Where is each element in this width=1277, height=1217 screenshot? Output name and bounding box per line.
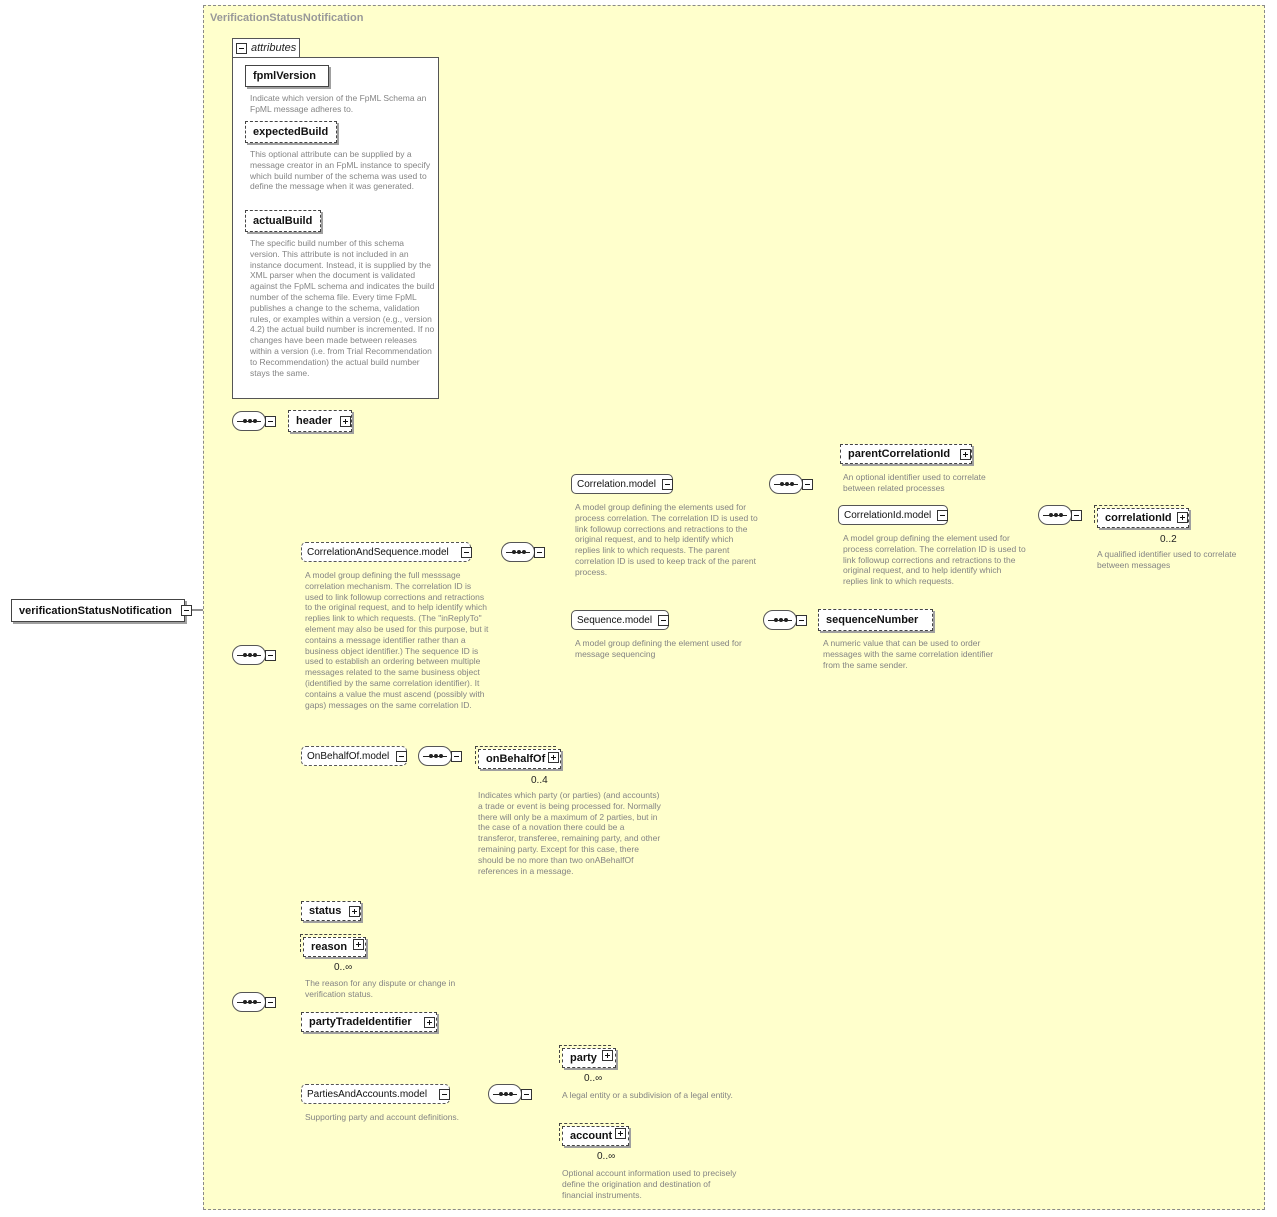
reason-desc: The reason for any dispute or change in … — [305, 978, 456, 999]
group-label: Sequence.model — [577, 614, 653, 626]
element-label: partyTradeIdentifier — [309, 1016, 412, 1028]
element-parent-correlation-id[interactable]: parentCorrelationId — [840, 444, 972, 464]
sequence-compositor-icon — [763, 610, 797, 630]
attribute-name: expectedBuild — [253, 126, 329, 138]
collapse-icon[interactable] — [236, 43, 247, 54]
collapse-icon[interactable] — [937, 510, 948, 521]
cardinality: 0..∞ — [597, 1151, 616, 1162]
element-correlation-id[interactable]: correlationId — [1094, 505, 1189, 528]
element-label: parentCorrelationId — [848, 448, 951, 460]
attribute-fpml-version[interactable]: fpmlVersion — [245, 65, 329, 87]
element-account[interactable]: account — [559, 1123, 629, 1146]
cardinality: 0..∞ — [584, 1073, 603, 1084]
attribute-actual-build[interactable]: actualBuild — [245, 210, 321, 232]
sequence-compositor-icon — [769, 474, 803, 494]
element-label: party — [570, 1052, 597, 1064]
correlation-model-desc: A model group defining the elements used… — [575, 502, 758, 577]
element-label: sequenceNumber — [826, 614, 919, 626]
collapse-icon[interactable] — [662, 479, 673, 490]
element-label: header — [296, 415, 333, 427]
on-behalf-of-desc: Indicates which party (or parties) (and … — [478, 790, 661, 876]
collapse-icon[interactable] — [658, 615, 669, 626]
group-label: PartiesAndAccounts.model — [307, 1088, 428, 1100]
type-title: VerificationStatusNotification — [210, 12, 364, 24]
expand-icon[interactable] — [602, 1050, 613, 1061]
expand-icon[interactable] — [1177, 512, 1188, 523]
expand-icon[interactable] — [340, 416, 351, 427]
parties-and-accounts-desc: Supporting party and account definitions… — [305, 1112, 460, 1122]
collapse-icon[interactable] — [534, 547, 545, 558]
sequence-number-desc: A numeric value that can be used to orde… — [823, 638, 994, 670]
element-header[interactable]: header — [288, 410, 352, 432]
attributes-tab[interactable]: attributes — [232, 38, 300, 57]
element-label: status — [309, 905, 342, 917]
cardinality: 0..4 — [531, 775, 548, 786]
sequence-compositor-icon — [501, 542, 535, 562]
element-label: account — [570, 1130, 613, 1142]
expand-icon[interactable] — [548, 752, 559, 763]
collapse-icon[interactable] — [265, 997, 276, 1008]
collapse-icon[interactable] — [396, 751, 407, 762]
collapse-icon[interactable] — [451, 751, 462, 762]
expand-icon[interactable] — [349, 906, 360, 917]
correlation-and-sequence-desc: A model group defining the full messsage… — [305, 570, 489, 710]
element-reason[interactable]: reason — [300, 934, 366, 957]
correlation-id-model-desc: A model group defining the element used … — [843, 533, 1026, 587]
group-label: CorrelationId.model — [844, 509, 932, 521]
sequence-model-desc: A model group defining the element used … — [575, 638, 742, 659]
collapse-icon[interactable] — [265, 650, 276, 661]
group-on-behalf-of-model[interactable]: OnBehalfOf.model — [301, 746, 407, 766]
element-party-trade-identifier[interactable]: partyTradeIdentifier — [301, 1012, 437, 1032]
root-element-label: verificationStatusNotification — [19, 604, 172, 617]
collapse-icon[interactable] — [802, 479, 813, 490]
collapse-icon[interactable] — [181, 605, 192, 616]
group-correlation-and-sequence[interactable]: CorrelationAndSequence.model — [301, 542, 471, 562]
group-sequence-model[interactable]: Sequence.model — [571, 610, 669, 630]
sequence-compositor-icon — [1038, 505, 1072, 525]
cardinality: 0..2 — [1160, 534, 1177, 545]
collapse-icon[interactable] — [439, 1089, 450, 1100]
collapse-icon[interactable] — [461, 547, 472, 558]
sequence-compositor-icon — [232, 411, 266, 431]
group-parties-and-accounts-model[interactable]: PartiesAndAccounts.model — [301, 1084, 450, 1104]
collapse-icon[interactable] — [521, 1089, 532, 1100]
cardinality: 0..∞ — [334, 962, 353, 973]
attributes-tab-label: attributes — [251, 42, 297, 54]
element-label: correlationId — [1105, 512, 1172, 524]
group-label: CorrelationAndSequence.model — [307, 546, 449, 558]
attribute-name: fpmlVersion — [253, 70, 316, 82]
element-status[interactable]: status — [301, 901, 361, 921]
collapse-icon[interactable] — [1071, 510, 1082, 521]
group-correlation-model[interactable]: Correlation.model — [571, 474, 673, 494]
sequence-compositor-icon — [232, 645, 266, 665]
parent-correlation-id-desc: An optional identifier used to correlate… — [843, 472, 986, 493]
expand-icon[interactable] — [424, 1017, 435, 1028]
expand-icon[interactable] — [960, 449, 971, 460]
element-label: reason — [311, 941, 348, 953]
root-element[interactable]: verificationStatusNotification — [11, 599, 185, 622]
attribute-fpml-version-desc: Indicate which version of the FpML Schem… — [250, 93, 427, 114]
group-label: Correlation.model — [577, 478, 656, 490]
collapse-icon[interactable] — [265, 416, 276, 427]
expand-icon[interactable] — [615, 1128, 626, 1139]
attribute-expected-build[interactable]: expectedBuild — [245, 121, 337, 143]
group-correlation-id-model[interactable]: CorrelationId.model — [838, 505, 948, 525]
correlation-id-desc: A qualified identifier used to correlate… — [1097, 549, 1237, 570]
account-desc: Optional account information used to pre… — [562, 1168, 737, 1200]
attributes-panel — [232, 57, 439, 399]
element-label: onBehalfOf — [486, 753, 546, 765]
sequence-compositor-icon — [488, 1084, 522, 1104]
party-desc: A legal entity or a subdivision of a leg… — [562, 1090, 733, 1100]
group-label: OnBehalfOf.model — [307, 750, 390, 762]
element-sequence-number[interactable]: sequenceNumber — [818, 609, 933, 631]
sequence-compositor-icon — [418, 746, 452, 766]
collapse-icon[interactable] — [796, 615, 807, 626]
sequence-compositor-icon — [232, 992, 266, 1012]
attribute-actual-build-desc: The specific build number of this schema… — [250, 238, 435, 378]
attribute-name: actualBuild — [253, 215, 313, 227]
element-on-behalf-of[interactable]: onBehalfOf — [475, 746, 561, 769]
expand-icon[interactable] — [353, 939, 364, 950]
attribute-expected-build-desc: This optional attribute can be supplied … — [250, 149, 431, 192]
